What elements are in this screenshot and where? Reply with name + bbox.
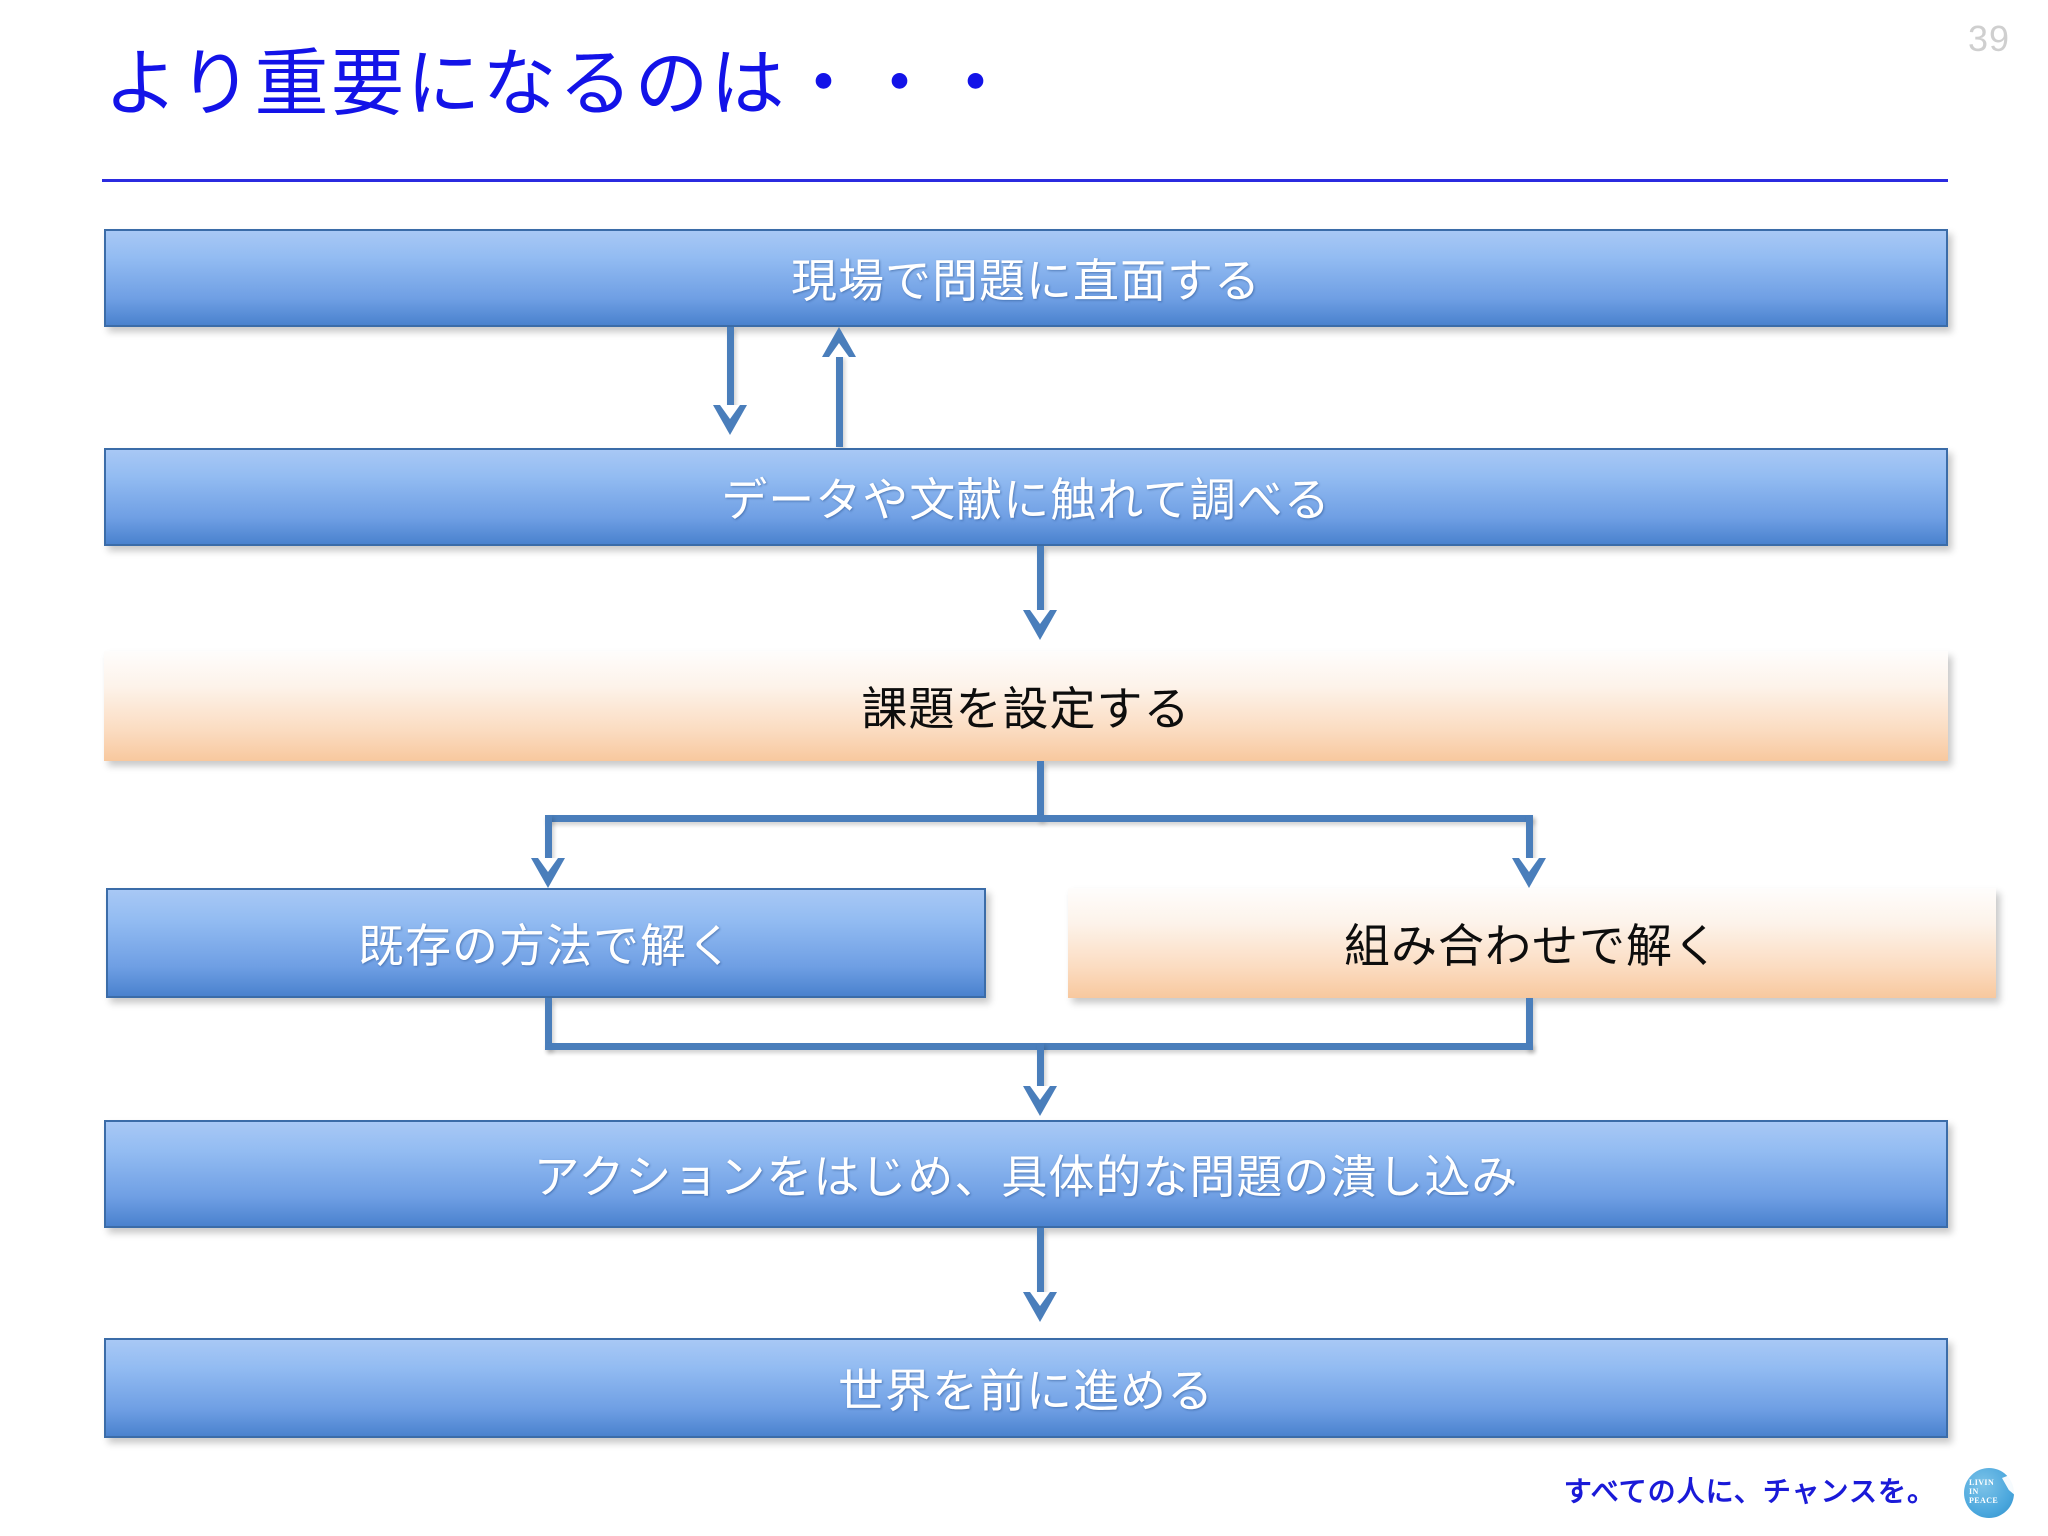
connector-research-to-encounter-arrowhead [822, 327, 856, 357]
connector-merge-stem [1037, 1043, 1044, 1089]
connector-split-right-arrowhead [1512, 858, 1546, 888]
flow-node-action[interactable]: アクションをはじめ、具体的な問題の潰し込み [104, 1120, 1948, 1228]
connector-split-bar [545, 815, 1533, 822]
flow-node-label: 課題を設定する [861, 682, 1191, 736]
connector-action-to-advance-arrowhead [1023, 1292, 1057, 1322]
connector-action-to-advance-line [1037, 1228, 1044, 1294]
flow-node-label: アクションをはじめ、具体的な問題の潰し込み [533, 1150, 1519, 1204]
brand-logo: LIVIN IN PEACE [1962, 1462, 2036, 1524]
footer-tagline: すべての人に、チャンスを。 [1563, 1475, 1936, 1508]
connector-split-left-drop [545, 815, 552, 861]
connector-split-right-drop [1526, 815, 1533, 861]
flow-node-existing[interactable]: 既存の方法で解く [106, 888, 986, 998]
connector-research-to-setproblem-line [1037, 546, 1044, 612]
page-number: 39 [1967, 18, 2010, 59]
globe-icon [1964, 1468, 2014, 1518]
flow-node-label: 世界を前に進める [838, 1364, 1214, 1418]
page-title: より重要になるのは・・・ [104, 41, 1015, 127]
logo-text-line1: LIVIN [1969, 1478, 1995, 1487]
flow-node-label: 組み合わせで解く [1344, 919, 1720, 973]
flow-node-setproblem[interactable]: 課題を設定する [104, 651, 1948, 761]
flow-node-research[interactable]: データや文献に触れて調べる [104, 448, 1948, 546]
connector-split-left-arrowhead [531, 858, 565, 888]
flow-node-label: 既存の方法で解く [358, 919, 734, 973]
title-divider [102, 179, 1948, 182]
flow-node-combine[interactable]: 組み合わせで解く [1068, 888, 1996, 998]
logo-text-line3: PEACE [1969, 1496, 1999, 1505]
flow-node-label: 現場で問題に直面する [791, 254, 1261, 308]
flow-node-label: データや文献に触れて調べる [721, 473, 1331, 527]
connector-split-stem [1037, 761, 1044, 821]
connector-merge-left-riser [545, 998, 552, 1050]
connector-merge-right-riser [1526, 998, 1533, 1050]
flow-node-encounter[interactable]: 現場で問題に直面する [104, 229, 1948, 327]
logo-text: LIVIN IN PEACE [1969, 1478, 2013, 1505]
connector-encounter-to-research-line [727, 327, 734, 407]
connector-research-to-setproblem-arrowhead [1023, 610, 1057, 640]
logo-text-line2: IN [1969, 1487, 1979, 1496]
connector-encounter-to-research-arrowhead [713, 405, 747, 435]
flow-node-advance[interactable]: 世界を前に進める [104, 1338, 1948, 1438]
connector-merge-arrowhead [1023, 1086, 1057, 1116]
connector-research-to-encounter-line [836, 355, 843, 447]
